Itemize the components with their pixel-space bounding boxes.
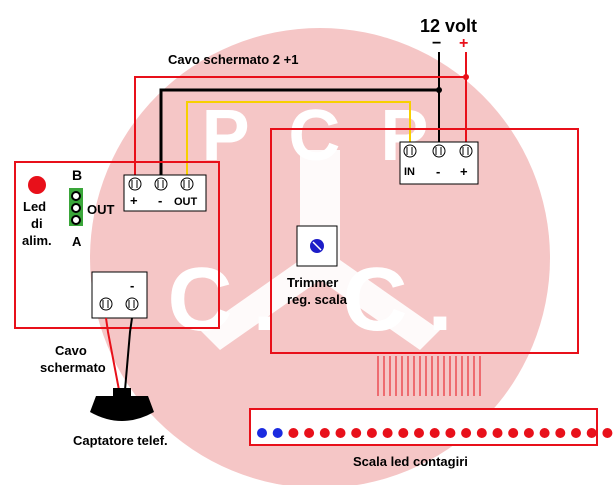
yellow-wire xyxy=(186,101,411,175)
led-red xyxy=(304,428,315,438)
led-label-1: Led xyxy=(23,199,46,214)
screw-icon[interactable] xyxy=(403,144,417,158)
led-red xyxy=(319,428,330,438)
lower-terminal-block xyxy=(91,271,148,319)
power-title: 12 volt xyxy=(420,16,477,36)
screw-icon[interactable] xyxy=(99,297,113,311)
led-red xyxy=(382,428,393,438)
cable-red-lead xyxy=(105,317,120,391)
led-red xyxy=(445,428,456,438)
lower-terminal-minus: - xyxy=(130,278,134,293)
led-red xyxy=(571,428,581,438)
right-terminal-in: IN xyxy=(404,166,415,178)
led-scale-label: Scala led contagiri xyxy=(353,454,468,469)
left-terminal-plus: + xyxy=(130,193,138,208)
led-label-2: di xyxy=(31,216,43,231)
trimmer-label-2: reg. scala xyxy=(287,292,348,307)
led-red xyxy=(461,428,472,438)
red-wire xyxy=(134,76,466,175)
right-terminal-minus: - xyxy=(436,164,440,179)
led-red xyxy=(492,428,503,438)
led-red xyxy=(414,428,424,438)
led-red xyxy=(523,428,534,438)
jumper-pin-top xyxy=(71,191,81,201)
left-terminal-out: OUT xyxy=(174,196,198,208)
led-red xyxy=(335,428,346,438)
screw-icon[interactable] xyxy=(180,177,194,191)
led-red xyxy=(351,428,362,438)
led-label-3: alim. xyxy=(22,233,52,248)
left-terminal-minus: - xyxy=(158,193,162,208)
right-terminal-plus: + xyxy=(460,164,468,179)
black-wire-junction xyxy=(436,87,442,93)
right-board xyxy=(270,128,579,354)
led-red xyxy=(476,428,487,438)
power-led xyxy=(28,176,46,194)
led-scale-leds xyxy=(257,428,613,438)
black-wire xyxy=(159,88,439,175)
left-terminal-screws[interactable] xyxy=(128,177,194,191)
jumper-label-b: B xyxy=(72,167,82,183)
trimmer-label-1: Trimmer xyxy=(287,275,338,290)
cable-black-lead xyxy=(124,317,133,391)
led-red xyxy=(539,428,550,438)
screw-icon[interactable] xyxy=(128,177,142,191)
led-red xyxy=(602,428,613,438)
jumper-pin-bottom xyxy=(71,215,81,225)
watermark-text-top: P C P xyxy=(202,96,439,176)
cable-left-label-1: Cavo xyxy=(55,343,87,358)
power-minus-sign: − xyxy=(432,35,441,52)
cable-left-label-2: schermato xyxy=(40,360,106,375)
ribbon-cable xyxy=(377,356,481,396)
led-blue xyxy=(257,428,267,438)
led-red xyxy=(508,428,519,438)
jumper-label-a: A xyxy=(72,234,82,249)
left-board xyxy=(14,161,220,329)
jumper-pin-mid xyxy=(71,203,81,213)
led-red xyxy=(288,428,299,438)
red-wire-junction xyxy=(463,74,469,80)
jumper-label-out: OUT xyxy=(87,202,115,217)
led-red xyxy=(586,428,597,438)
watermark-text-bottom: C. C. xyxy=(167,250,472,350)
led-red xyxy=(429,428,440,438)
led-red xyxy=(366,428,377,438)
telephone-pickup-icon xyxy=(90,388,154,421)
led-red xyxy=(555,428,566,438)
led-red xyxy=(398,428,409,438)
led-scale-board xyxy=(249,408,598,446)
cable-top-label: Cavo schermato 2 +1 xyxy=(168,52,298,67)
screw-icon[interactable] xyxy=(154,177,168,191)
screw-icon[interactable] xyxy=(432,144,446,158)
screw-icon[interactable] xyxy=(125,297,139,311)
led-blue xyxy=(272,428,283,438)
power-plus-sign: + xyxy=(459,35,468,52)
screw-icon[interactable] xyxy=(459,144,473,158)
pickup-label: Captatore telef. xyxy=(73,433,168,448)
